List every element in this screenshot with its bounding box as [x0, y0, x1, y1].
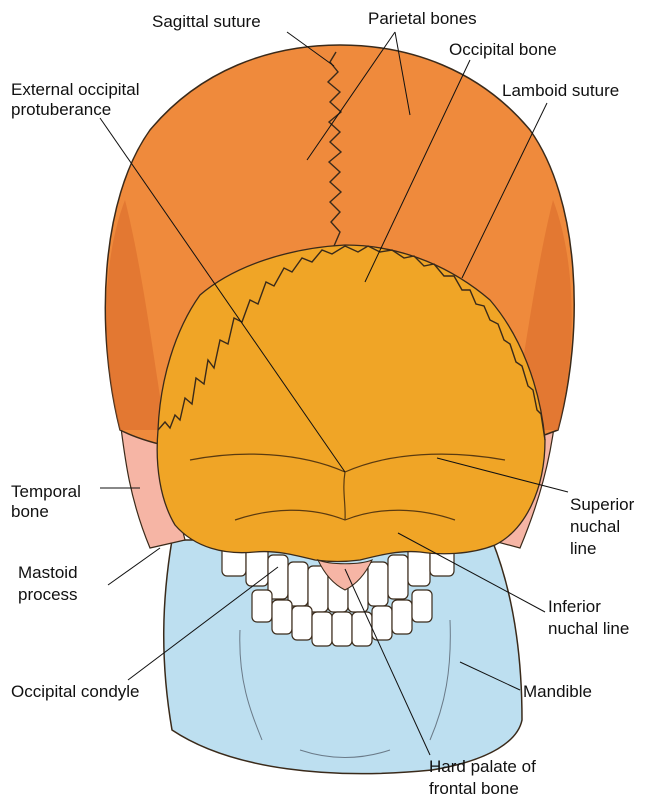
label-inferior-line2: nuchal line [548, 619, 629, 638]
label-inferior-line1: Inferior [548, 597, 601, 616]
label-superior-nuchal-line: Superior nuchal line [570, 495, 639, 558]
label-hard-palate-line1: Hard palate of [429, 757, 536, 776]
label-hard-palate: Hard palate of frontal bone [429, 757, 541, 798]
label-inferior-nuchal-line: Inferior nuchal line [548, 597, 629, 638]
label-superior-line3: line [570, 539, 596, 558]
label-external-occipital-protuberance: External occipital protuberance [11, 80, 144, 119]
label-superior-line2: nuchal [570, 517, 620, 536]
label-external-occipital-line1: External occipital [11, 80, 140, 99]
label-external-occipital-line2: protuberance [11, 100, 111, 119]
label-mandible: Mandible [523, 682, 592, 701]
label-temporal-line2: bone [11, 502, 49, 521]
label-temporal-bone: Temporal bone [11, 482, 86, 521]
label-mastoid-line1: Mastoid [18, 563, 78, 582]
label-temporal-line1: Temporal [11, 482, 81, 501]
label-occipital-condyle: Occipital condyle [11, 682, 140, 701]
label-parietal-bones: Parietal bones [368, 9, 477, 28]
label-sagittal-suture: Sagittal suture [152, 12, 261, 31]
leader-mastoid-process [108, 548, 160, 585]
label-occipital-bone: Occipital bone [449, 40, 557, 59]
label-superior-line1: Superior [570, 495, 635, 514]
label-mastoid-process: Mastoid process [18, 563, 82, 604]
label-mastoid-line2: process [18, 585, 78, 604]
label-hard-palate-line2: frontal bone [429, 779, 519, 798]
label-lamboid-suture: Lamboid suture [502, 81, 619, 100]
